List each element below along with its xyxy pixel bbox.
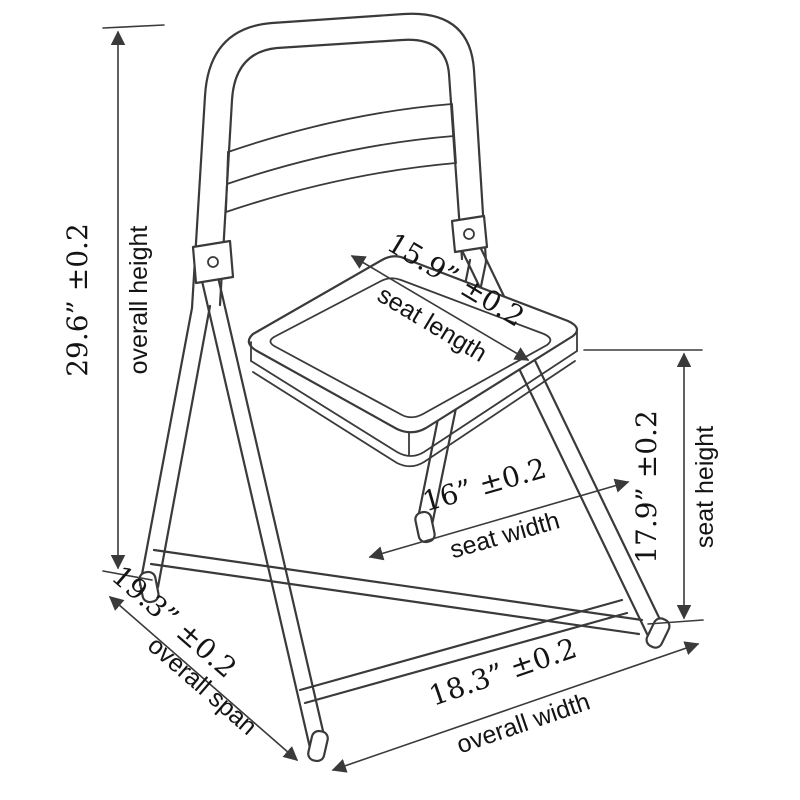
backrest-inner-tube	[218, 38, 464, 307]
side-stretcher-top	[152, 548, 644, 622]
rear-left-leg-outer	[138, 306, 194, 587]
overall-span-dimension-line	[108, 596, 299, 761]
seat-height-extension-bottom	[647, 619, 704, 625]
left-hinge-bolt	[207, 256, 219, 268]
front-left-foot	[307, 729, 329, 763]
seat-top-surface	[247, 255, 579, 434]
dimension-overall-width: 18.3” ±0.2 overall width	[331, 631, 700, 773]
overall-height-label: overall height	[125, 226, 153, 375]
dimension-seat-height: 17.9” ±0.2 seat height	[583, 349, 719, 625]
right-hinge-plate	[450, 214, 489, 254]
backrest-panel-seam	[226, 135, 455, 185]
chair-seat	[247, 255, 579, 468]
backrest-panel-left-edge	[225, 151, 229, 213]
right-hinge-bolt	[463, 228, 475, 240]
seat-length-dimension-line	[350, 255, 530, 361]
seat-width-dimension-line	[368, 478, 630, 561]
seat-width-value: 16” ±0.2	[419, 452, 550, 519]
seat-frame-edge	[252, 360, 576, 468]
side-stretcher-bottom	[149, 562, 641, 636]
overall-height-value: 29.6” ±0.2	[61, 223, 94, 377]
front-left-leg-inner	[213, 262, 328, 746]
backrest-panel-bottom	[225, 162, 457, 213]
backrest-panel-top	[227, 103, 453, 153]
rear-left-leg-inner	[156, 304, 212, 589]
dimension-overall-height: 29.6” ±0.2 overall height	[61, 24, 165, 581]
backrest-outer-tube	[190, 12, 488, 310]
seat-width-label: seat width	[447, 506, 563, 564]
overall-height-extension-bottom	[102, 570, 153, 581]
chair-feet	[138, 510, 671, 763]
overall-height-extension-top	[102, 24, 165, 29]
dimension-seat-width: 16” ±0.2 seat width	[368, 452, 630, 564]
chair-rear-left-leg	[138, 304, 212, 589]
front-right-foot	[645, 617, 671, 649]
seat-height-label: seat height	[691, 426, 719, 548]
chair-hinges	[191, 214, 489, 285]
backrest-panel-right-edge	[451, 103, 457, 164]
seat-cushion-bottom-edge	[250, 350, 578, 457]
left-hinge-plate	[191, 239, 235, 285]
dimension-overall-span: 19.3” ±0.2 overall span	[105, 559, 299, 761]
seat-height-value: 17.9” ±0.2	[630, 410, 663, 564]
chair-backrest	[190, 12, 488, 310]
overall-width-dimension-line	[331, 641, 700, 773]
